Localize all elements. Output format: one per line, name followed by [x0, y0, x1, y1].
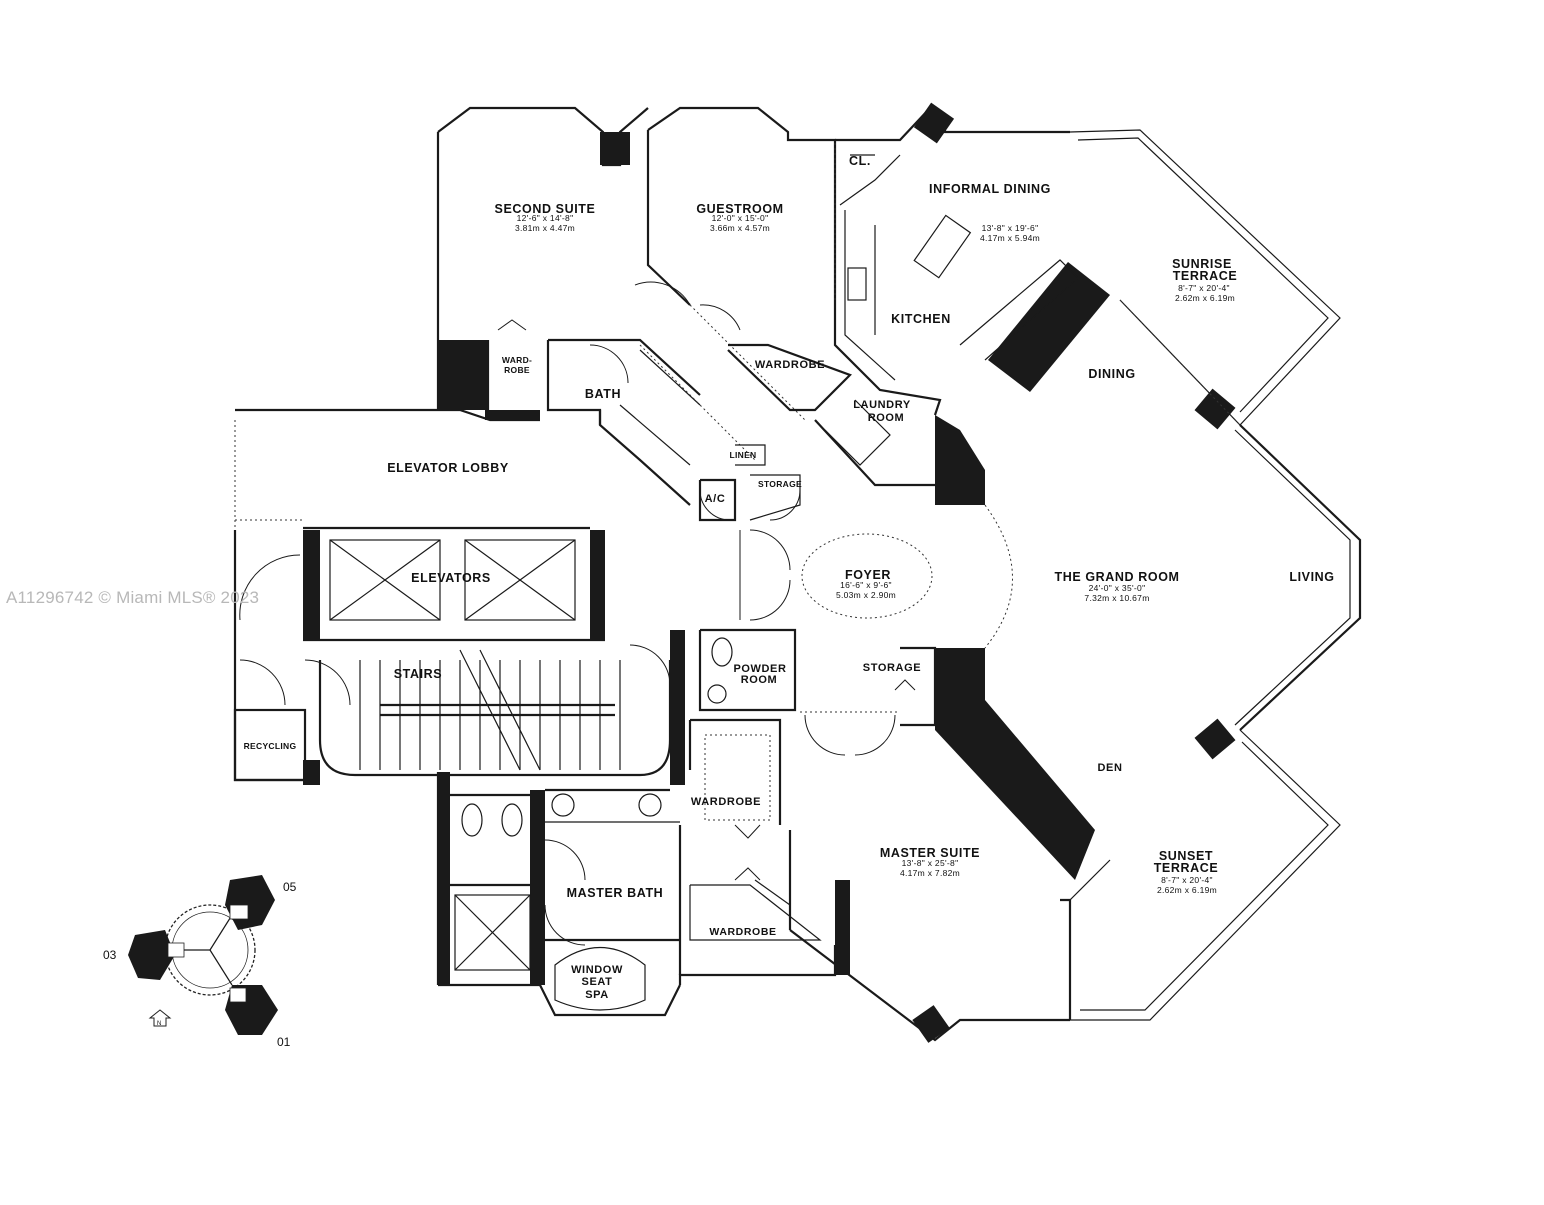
living-label: LIVING: [1289, 570, 1334, 584]
second-suite-label: SECOND SUITE: [495, 202, 596, 216]
watermark: A11296742 © Miami MLS® 2023: [6, 588, 260, 607]
closet-label: CL.: [849, 154, 871, 168]
guestroom-dim-m: 3.66m x 4.57m: [710, 223, 770, 233]
doors: [239, 281, 916, 946]
foyer-dim-ft: 16'-6" x 9'-6": [840, 580, 892, 590]
bath-label: BATH: [585, 387, 621, 401]
den-label: DEN: [1097, 762, 1122, 774]
room-labels: SECOND SUITE 12'-6" x 14'-8" 3.81m x 4.4…: [244, 154, 1334, 1001]
informal-dining-dim-m: 4.17m x 5.94m: [980, 233, 1040, 243]
wardrobe-master-lower-label: WARDROBE: [709, 926, 776, 938]
sunset-terrace-label-2: TERRACE: [1154, 861, 1219, 875]
foyer-dim-m: 5.03m x 2.90m: [836, 590, 896, 600]
sunset-terrace-dim-ft: 8'-7" x 20'-4": [1161, 875, 1213, 885]
stair-treads: [359, 649, 621, 771]
recycling-label: RECYCLING: [244, 741, 297, 751]
key-plan: 05 03 01 N: [103, 875, 297, 1049]
powder-room-label-2: ROOM: [741, 674, 778, 686]
grand-room-dim-ft: 24'-0" x 35'-0": [1089, 583, 1146, 593]
key-plan-unit-01: 01: [277, 1035, 291, 1049]
window-seat-spa-label-2: SEAT: [582, 976, 613, 988]
laundry-label-2: ROOM: [868, 412, 905, 424]
second-suite-dim-ft: 12'-6" x 14'-8": [517, 213, 574, 223]
master-suite-dim-ft: 13'-8" x 25'-8": [902, 858, 959, 868]
master-bath-label: MASTER BATH: [567, 886, 664, 900]
north-arrow-icon: N: [148, 1009, 172, 1027]
wardrobe-guest-label: WARDROBE: [755, 359, 825, 371]
grand-room-dim-m: 7.32m x 10.67m: [1084, 593, 1149, 603]
master-suite-dim-m: 4.17m x 7.82m: [900, 868, 960, 878]
wardrobe-second-label-2: ROBE: [504, 365, 530, 375]
informal-dining-label: INFORMAL DINING: [929, 182, 1051, 196]
sunrise-terrace-dim-ft: 8'-7" x 20'-4": [1178, 283, 1230, 293]
key-plan-unit-05: 05: [283, 880, 297, 894]
sunrise-terrace-label-1: SUNRISE: [1172, 257, 1232, 271]
informal-dining-dim-ft: 13'-8" x 19'-6": [982, 223, 1039, 233]
powder-room-label-1: POWDER: [733, 663, 786, 675]
dining-label: DINING: [1088, 367, 1135, 381]
sunrise-terrace-dim-m: 2.62m x 6.19m: [1175, 293, 1235, 303]
laundry-label-1: LAUNDRY: [853, 399, 911, 411]
wardrobe-second-label-1: WARD-: [502, 355, 532, 365]
elevators-label: ELEVATORS: [411, 571, 491, 585]
second-suite-dim-m: 3.81m x 4.47m: [515, 223, 575, 233]
guestroom-dim-ft: 12'-0" x 15'-0": [712, 213, 769, 223]
window-seat-spa-label-1: WINDOW: [571, 964, 623, 976]
grand-room-label: THE GRAND ROOM: [1054, 570, 1179, 584]
window-seat-spa-label-3: SPA: [585, 989, 609, 1001]
stairs-label: STAIRS: [394, 667, 443, 681]
svg-text:N: N: [157, 1021, 161, 1027]
exterior-walls: [233, 102, 1362, 1043]
guestroom-label: GUESTROOM: [696, 202, 783, 216]
foyer-label: FOYER: [845, 568, 891, 582]
kitchen-label: KITCHEN: [891, 312, 951, 326]
storage-upper-label: STORAGE: [758, 479, 802, 489]
key-plan-unit-03: 03: [103, 948, 117, 962]
interior-walls: [233, 140, 1241, 1020]
ac-label: A/C: [705, 493, 726, 505]
master-suite-label: MASTER SUITE: [880, 846, 980, 860]
sunset-terrace-dim-m: 2.62m x 6.19m: [1157, 885, 1217, 895]
storage-lower-label: STORAGE: [863, 662, 921, 674]
sunset-terrace-label-1: SUNSET: [1159, 849, 1213, 863]
structural-walls: [303, 262, 1110, 985]
linen-label: LINEN: [730, 450, 757, 460]
elevator-lobby-label: ELEVATOR LOBBY: [387, 461, 509, 475]
wardrobe-master-upper-label: WARDROBE: [691, 796, 761, 808]
sunrise-terrace-label-2: TERRACE: [1173, 269, 1238, 283]
